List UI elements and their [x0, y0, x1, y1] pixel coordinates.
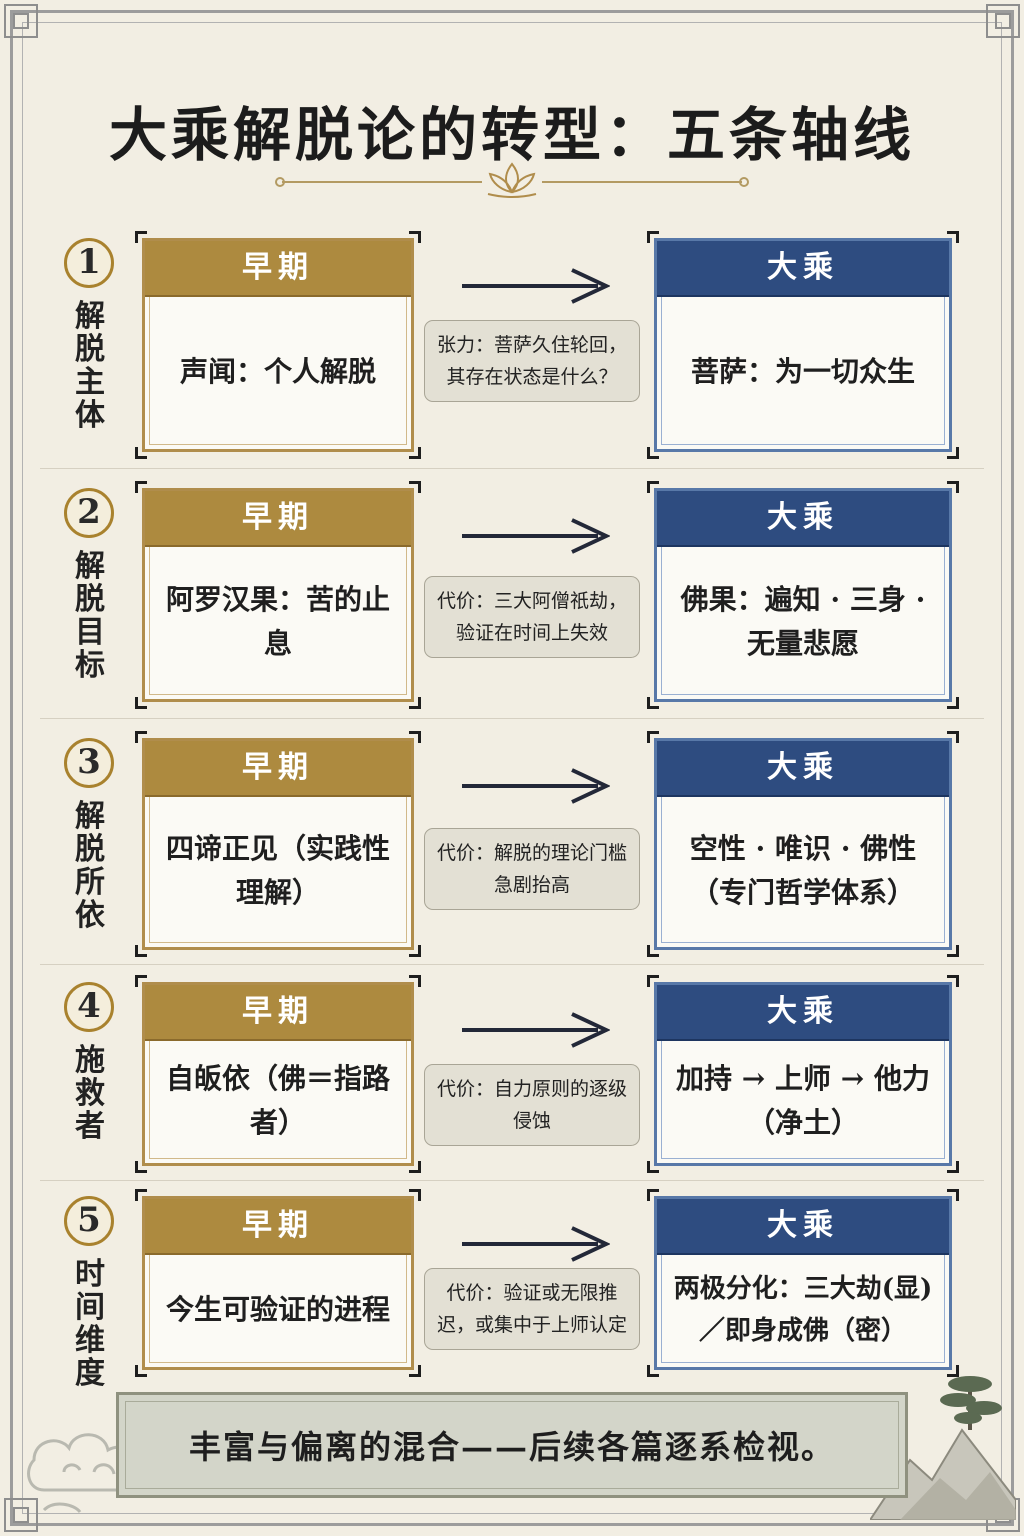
mahayana-card-text: 空性 · 唯识 · 佛性（专门哲学体系） [689, 832, 917, 909]
mahayana-card-header: 大乘 [657, 491, 949, 547]
early-card-text: 四谛正见（实践性理解） [165, 832, 390, 909]
early-card-text: 今生可验证的进程 [165, 1293, 390, 1326]
early-card-header: 早期 [145, 1199, 411, 1255]
mahayana-card-text: 佛果：遍知 · 三身 · 无量悲愿 [680, 583, 926, 660]
mahayana-card: 大乘 佛果：遍知 · 三身 · 无量悲愿 [647, 481, 959, 709]
early-card-header: 早期 [145, 985, 411, 1041]
row-divider [40, 468, 984, 469]
early-card-text: 阿罗汉果：苦的止息 [165, 583, 390, 660]
axis-label: 施救者 [75, 1043, 105, 1144]
outer-border [10, 10, 1014, 1526]
early-card-text: 声闻：个人解脱 [179, 355, 376, 388]
axis-number-badge: 1 [64, 238, 114, 288]
mahayana-card-text: 加持 → 上师 → 他力（净土） [676, 1062, 930, 1139]
early-card-header: 早期 [145, 241, 411, 297]
inner-border [22, 22, 1002, 1514]
page-title: 大乘解脱论的转型：五条轴线 [108, 101, 915, 169]
mahayana-card: 大乘 加持 → 上师 → 他力（净土） [647, 975, 959, 1173]
early-card-text: 自皈依（佛＝指路者） [165, 1062, 390, 1139]
arrow-right-icon [462, 768, 610, 804]
early-card-header: 早期 [145, 741, 411, 797]
early-card-header: 早期 [145, 491, 411, 547]
transition-note: 代价：解脱的理论门槛急剧抬高 [424, 828, 640, 910]
arrow-right-icon [462, 1012, 610, 1048]
axis-label: 解脱所依 [75, 799, 105, 933]
arrow-right-icon [462, 268, 610, 304]
corner-ornament [986, 4, 1020, 38]
row-divider [40, 718, 984, 719]
transition-note: 代价：三大阿僧祇劫，验证在时间上失效 [424, 576, 640, 658]
axis-label: 解脱目标 [75, 549, 105, 683]
transition-note: 代价：验证或无限推迟，或集中于上师认定 [424, 1268, 640, 1350]
early-card: 早期 今生可验证的进程 [135, 1189, 421, 1377]
transition-note: 代价：自力原则的逐级侵蚀 [424, 1064, 640, 1146]
axis-row-2: 2 解脱目标 早期 阿罗汉果：苦的止息 代价：三大阿僧祇劫，验证在时间上失效 大… [40, 481, 984, 709]
early-card: 早期 声闻：个人解脱 [135, 231, 421, 459]
mahayana-card: 大乘 菩萨：为一切众生 [647, 231, 959, 459]
axis-number-badge: 5 [64, 1196, 114, 1246]
mahayana-card-header: 大乘 [657, 741, 949, 797]
axis-number-badge: 3 [64, 738, 114, 788]
axis-label: 时间维度 [75, 1257, 105, 1391]
row-divider [40, 964, 984, 965]
axis-number-badge: 2 [64, 488, 114, 538]
mahayana-card-header: 大乘 [657, 241, 949, 297]
arrow-right-icon [462, 518, 610, 554]
mahayana-card-header: 大乘 [657, 985, 949, 1041]
lotus-icon [275, 162, 749, 198]
axis-row-1: 1 解脱主体 早期 声闻：个人解脱 张力：菩萨久住轮回，其存在状态是什么？ 大乘… [40, 231, 984, 459]
row-divider [40, 1180, 984, 1181]
corner-ornament [4, 1498, 38, 1532]
mahayana-card-text: 菩萨：为一切众生 [690, 355, 915, 388]
early-card: 早期 自皈依（佛＝指路者） [135, 975, 421, 1173]
mahayana-card: 大乘 两极分化：三大劫(显)／即身成佛（密） [647, 1189, 959, 1377]
corner-ornament [4, 4, 38, 38]
axis-row-4: 4 施救者 早期 自皈依（佛＝指路者） 代价：自力原则的逐级侵蚀 大乘 加持 →… [40, 975, 984, 1173]
axis-row-3: 3 解脱所依 早期 四谛正见（实践性理解） 代价：解脱的理论门槛急剧抬高 大乘 … [40, 731, 984, 957]
footer-text: 丰富与偏离的混合——后续各篇逐系检视。 [188, 1428, 835, 1466]
axis-label: 解脱主体 [75, 299, 105, 433]
mahayana-card-text: 两极分化：三大劫(显)／即身成佛（密） [673, 1274, 933, 1346]
mahayana-card: 大乘 空性 · 唯识 · 佛性（专门哲学体系） [647, 731, 959, 957]
early-card: 早期 四谛正见（实践性理解） [135, 731, 421, 957]
mahayana-card-header: 大乘 [657, 1199, 949, 1255]
early-card: 早期 阿罗汉果：苦的止息 [135, 481, 421, 709]
axis-row-5: 5 时间维度 早期 今生可验证的进程 代价：验证或无限推迟，或集中于上师认定 大… [40, 1189, 984, 1390]
axis-number-badge: 4 [64, 982, 114, 1032]
arrow-right-icon [462, 1226, 610, 1262]
transition-note: 张力：菩萨久住轮回，其存在状态是什么？ [424, 320, 640, 402]
footer-banner: 丰富与偏离的混合——后续各篇逐系检视。 [116, 1392, 908, 1498]
